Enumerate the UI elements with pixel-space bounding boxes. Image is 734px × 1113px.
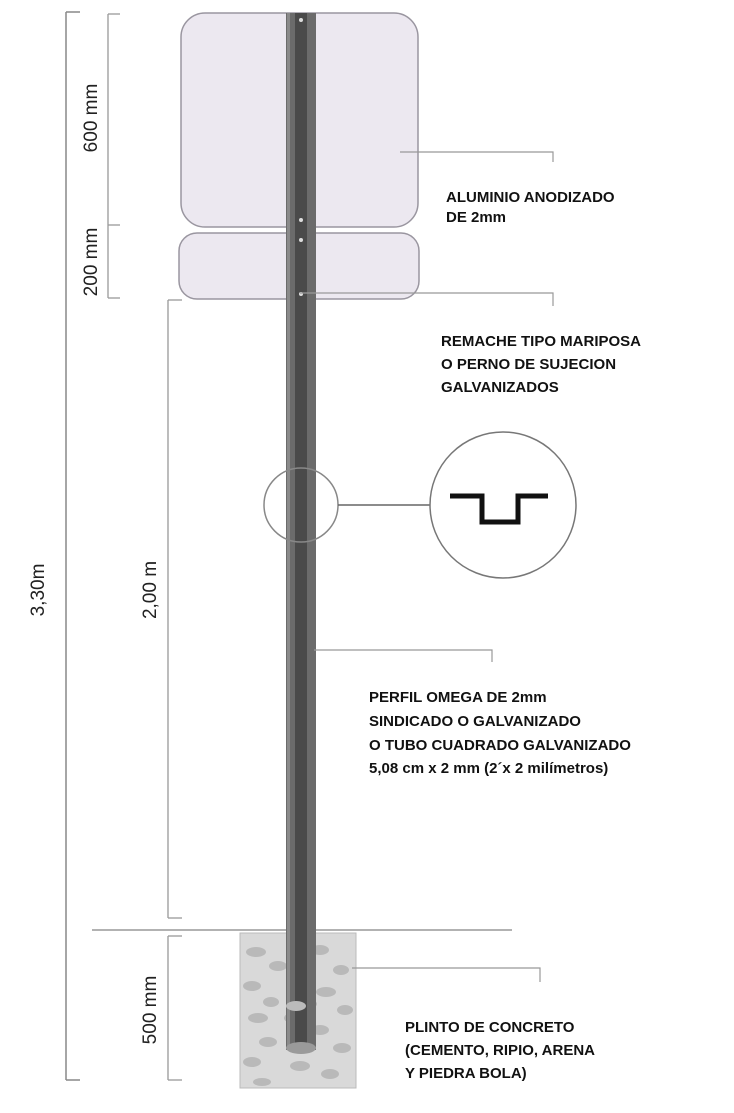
- panel-material-line-1: ALUMINIO ANODIZADO: [446, 189, 615, 206]
- post-profile-line-1: PERFIL OMEGA DE 2mm: [369, 689, 547, 706]
- panel-height-label: 600 mm: [81, 84, 102, 153]
- footing-line-3: Y PIEDRA BOLA): [405, 1065, 527, 1082]
- post-profile-line-2: SINDICADO O GALVANIZADO: [369, 713, 581, 730]
- omega-profile-icon: [429, 431, 577, 579]
- fastener-line-1: REMACHE TIPO MARIPOSA: [441, 333, 641, 350]
- panel-height-dimension: 600 mm: [81, 13, 120, 226]
- footing-line-2: (CEMENTO, RIPIO, ARENA: [405, 1042, 595, 1059]
- post-height-dimension: 2,00 m: [140, 299, 182, 919]
- footing-callout: PLINTO DE CONCRETO (CEMENTO, RIPIO, AREN…: [405, 1019, 595, 1082]
- post-profile-callout: PERFIL OMEGA DE 2mm SINDICADO O GALVANIZ…: [369, 689, 631, 777]
- fastener-line-3: GALVANIZADOS: [441, 379, 559, 396]
- footing-depth-label: 500 mm: [140, 976, 161, 1045]
- fastener-callout: REMACHE TIPO MARIPOSA O PERNO DE SUJECIO…: [441, 333, 641, 396]
- footing-line-1: PLINTO DE CONCRETO: [405, 1019, 575, 1036]
- total-height-label: 3,30m: [28, 564, 49, 617]
- post-profile-line-3: O TUBO CUADRADO GALVANIZADO: [369, 737, 631, 754]
- total-height-dimension: 3,30m: [28, 11, 80, 1081]
- post: [286, 13, 316, 1054]
- leader-lines: [300, 151, 554, 982]
- post-profile-line-4: 5,08 cm x 2 mm (2´x 2 milímetros): [369, 760, 608, 777]
- sub-panel-height-dimension: 200 mm: [81, 225, 120, 299]
- post-height-label: 2,00 m: [140, 561, 161, 619]
- sub-panel-height-label: 200 mm: [81, 228, 102, 297]
- footing-depth-dimension: 500 mm: [140, 935, 182, 1081]
- panel-material-line-2: DE 2mm: [446, 209, 506, 226]
- fastener-line-2: O PERNO DE SUJECION: [441, 356, 616, 373]
- panel-material-callout: ALUMINIO ANODIZADO DE 2mm: [446, 189, 615, 226]
